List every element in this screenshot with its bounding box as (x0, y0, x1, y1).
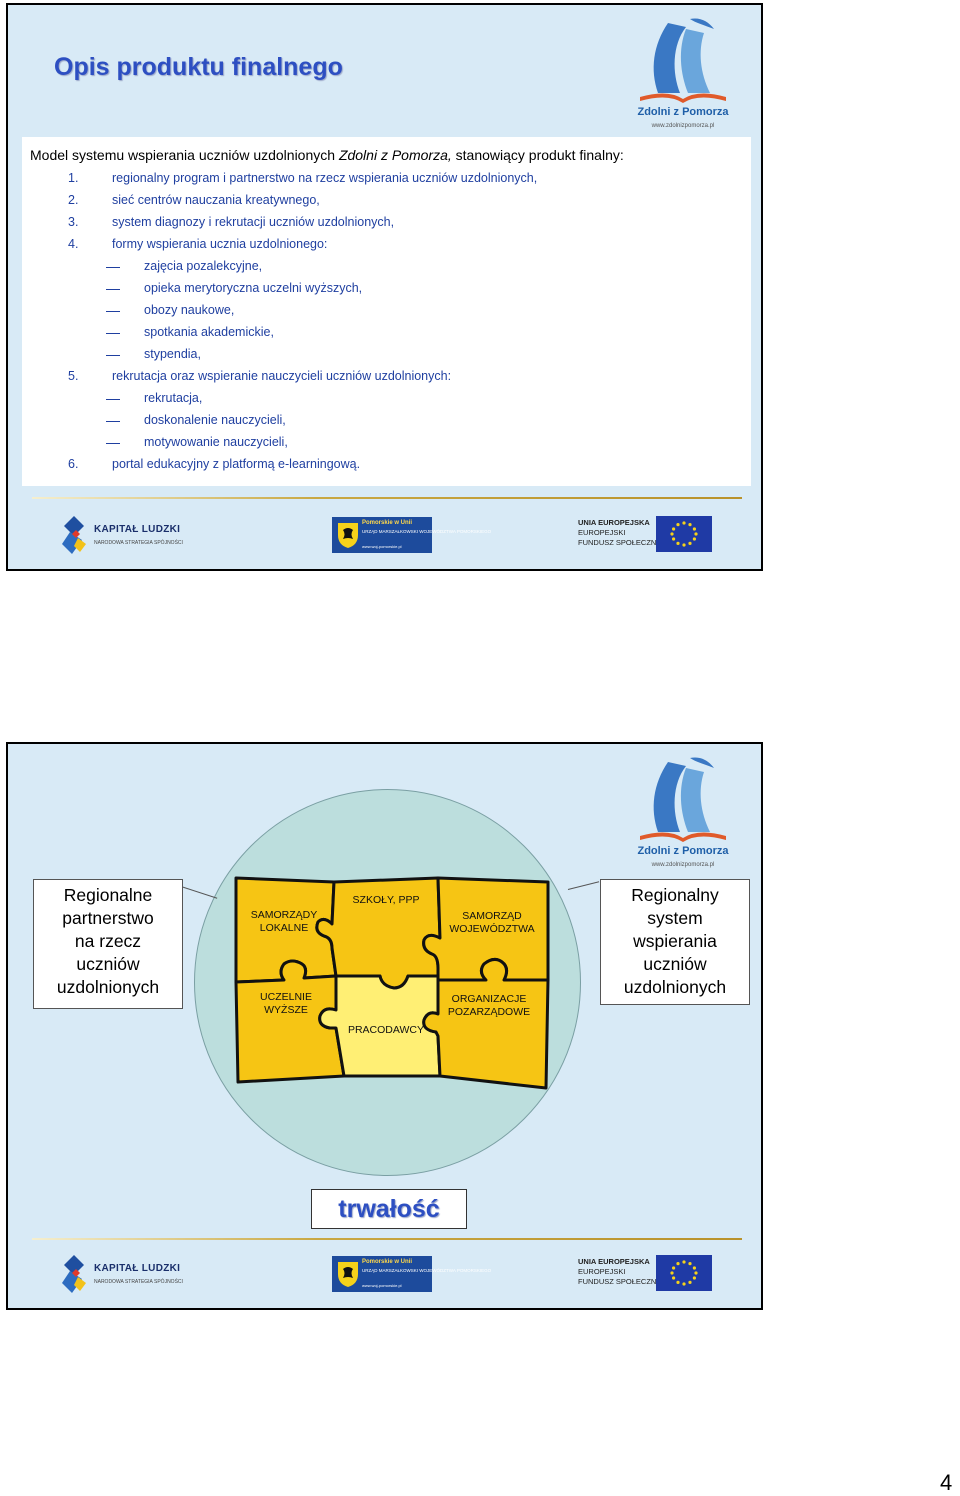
footer-divider (32, 497, 742, 499)
logo-text: Zdolni z Pomorza (637, 845, 729, 857)
puzzle-graphic (234, 876, 550, 1090)
eu-flag-icon (656, 516, 712, 552)
logo-url: www.zdolnizpomorza.pl (651, 123, 715, 129)
zdolni-z-pomorza-logo: Zdolni z Pomorza www.zdolnizpomorza.pl (637, 18, 729, 129)
pomorskie-url: www.woj-pomorskie.pl (362, 544, 402, 549)
ue-line2: EUROPEJSKI (578, 1267, 626, 1276)
logo-text: Zdolni z Pomorza (637, 106, 729, 118)
ue-line3: FUNDUSZ SPOŁECZNY (578, 538, 662, 547)
pomorskie-crest-icon (338, 523, 358, 548)
pomorskie-title: Pomorskie w Unii (362, 520, 413, 526)
label-pracodawcy: PRACODAWCY (347, 1024, 425, 1036)
puzzle-piece-organizacje (422, 957, 550, 1090)
page-number: 4 (940, 1470, 953, 1495)
product-list: 1.regionalny program i partnerstwo na rz… (68, 171, 538, 471)
right-connector (567, 881, 600, 890)
eu-flag-icon (656, 1255, 712, 1291)
kapital-ludzki-title: KAPITAŁ LUDZKI (94, 1263, 181, 1274)
content-panel: Model systemu wspierania uczniów uzdolni… (22, 137, 751, 486)
pomorskie-logo: Pomorskie w Unii URZĄD MARSZAŁKOWSKI WOJ… (332, 517, 491, 553)
intro-text: Model systemu wspierania uczniów uzdolni… (30, 147, 624, 163)
slide-title: Opis produktu finalnego (54, 53, 343, 81)
label-szkoly: SZKOŁY, PPP (352, 894, 420, 906)
kapital-ludzki-logo: KAPITAŁ LUDZKI NARODOWA STRATEGIA SPÓJNO… (60, 514, 200, 558)
pomorskie-title: Pomorskie w Unii (362, 1259, 413, 1265)
pomorskie-subtitle: URZĄD MARSZAŁKOWSKI WOJEWÓDZTWA POMORSKI… (362, 529, 492, 534)
kapital-ludzki-icon (62, 1255, 86, 1293)
slide-partnership-diagram: Zdolni z Pomorza www.zdolnizpomorza.pl R… (6, 742, 763, 1310)
ue-title: UNIA EUROPEJSKA (578, 518, 650, 527)
slide-product-description: Opis produktu finalnego Zdolni z Pomorza… (6, 3, 763, 571)
pomorskie-logo: Pomorskie w Unii URZĄD MARSZAŁKOWSKI WOJ… (332, 1256, 491, 1292)
sustainability-label: trwałość (338, 1195, 440, 1223)
kapital-ludzki-logo: KAPITAŁ LUDZKI NARODOWA STRATEGIA SPÓJNO… (60, 1253, 200, 1297)
kapital-ludzki-title: KAPITAŁ LUDZKI (94, 524, 181, 535)
ue-title: UNIA EUROPEJSKA (578, 1257, 650, 1266)
kapital-ludzki-icon (62, 516, 86, 554)
logo-url: www.zdolnizpomorza.pl (651, 862, 715, 868)
pomorskie-subtitle: URZĄD MARSZAŁKOWSKI WOJEWÓDZTWA POMORSKI… (362, 1268, 492, 1273)
ue-line2: EUROPEJSKI (578, 528, 626, 537)
left-connector (180, 886, 218, 899)
pomorskie-crest-icon (338, 1262, 358, 1287)
footer-logos: KAPITAŁ LUDZKI NARODOWA STRATEGIA SPÓJNO… (8, 510, 761, 560)
kapital-ludzki-subtitle: NARODOWA STRATEGIA SPÓJNOŚCI (94, 1279, 183, 1285)
pomorskie-url: www.woj-pomorskie.pl (362, 1283, 402, 1288)
zdolni-z-pomorza-logo: Zdolni z Pomorza www.zdolnizpomorza.pl (637, 757, 729, 868)
ue-line3: FUNDUSZ SPOŁECZNY (578, 1277, 662, 1286)
footer-logos: KAPITAŁ LUDZKI NARODOWA STRATEGIA SPÓJNO… (8, 1249, 761, 1299)
footer-divider (32, 1238, 742, 1240)
sustainability-box: trwałość (311, 1189, 467, 1229)
kapital-ludzki-subtitle: NARODOWA STRATEGIA SPÓJNOŚCI (94, 540, 183, 546)
